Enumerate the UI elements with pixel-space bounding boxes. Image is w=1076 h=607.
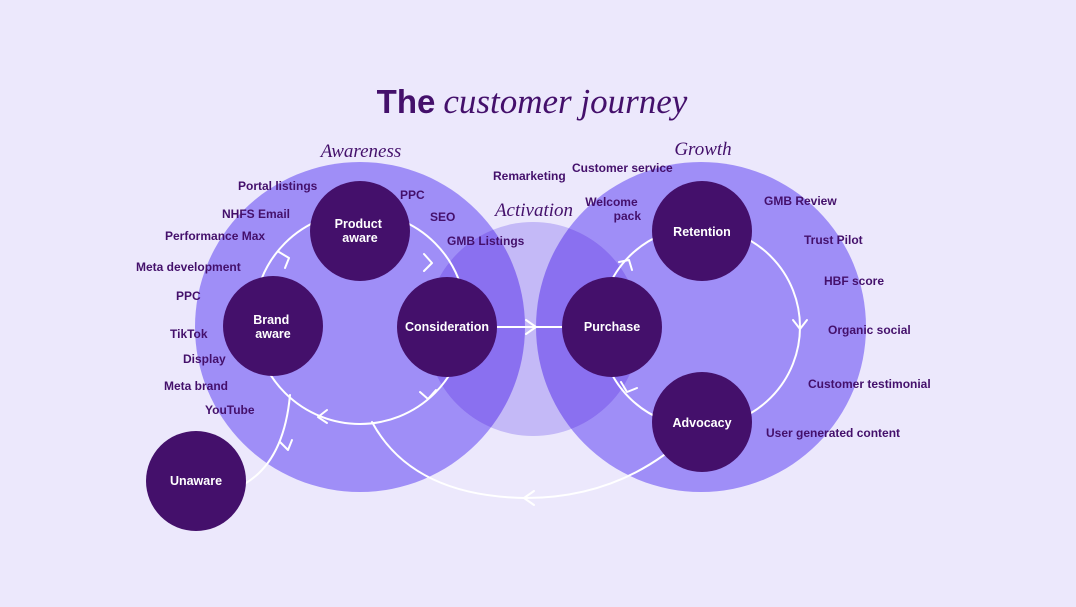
activation-channel-labels: Remarketing Customer service Welcome pac… bbox=[493, 161, 673, 223]
channel-hbf-score: HBF score bbox=[824, 274, 884, 288]
purchase-label: Purchase bbox=[584, 320, 640, 334]
arrowhead bbox=[525, 319, 537, 335]
unaware-to-brand-arrow bbox=[245, 394, 291, 484]
awareness-circle bbox=[195, 162, 525, 492]
arrowhead bbox=[278, 251, 290, 269]
stage-awareness: Awareness bbox=[319, 141, 402, 162]
arrowhead bbox=[423, 253, 433, 272]
journey-nodes bbox=[146, 181, 752, 531]
retention-label: Retention bbox=[673, 225, 731, 239]
welcome-pack-line-1: Welcome bbox=[585, 195, 638, 209]
arrowhead bbox=[419, 389, 437, 400]
brand-aware-label: Brand aware bbox=[253, 313, 293, 341]
product-aware-label: Product aware bbox=[335, 217, 386, 245]
title-bold: The bbox=[377, 83, 436, 120]
product-aware-node bbox=[310, 181, 410, 281]
consideration-node bbox=[397, 277, 497, 377]
channel-tiktok: TikTok bbox=[170, 327, 208, 341]
channel-seo: SEO bbox=[430, 210, 455, 224]
awareness-channel-labels: Portal listings NHFS Email Performance M… bbox=[136, 179, 525, 417]
title-italic: customer journey bbox=[443, 82, 687, 121]
channel-performance-max: Performance Max bbox=[165, 229, 265, 243]
channel-gmb-listings: GMB Listings bbox=[447, 234, 525, 248]
brand-aware-node bbox=[223, 276, 323, 376]
channel-gmb-review: GMB Review bbox=[764, 194, 837, 208]
arrowhead bbox=[279, 439, 293, 451]
arrowhead bbox=[620, 381, 638, 393]
arrowhead bbox=[618, 259, 633, 271]
channel-organic-social: Organic social bbox=[828, 323, 911, 337]
channel-trust-pilot: Trust Pilot bbox=[804, 233, 863, 247]
arrowhead bbox=[317, 409, 328, 424]
advocacy-node bbox=[652, 372, 752, 472]
product-aware-line-2: aware bbox=[342, 231, 377, 245]
product-aware-line-1: Product bbox=[335, 217, 383, 231]
channel-ppc: PPC bbox=[176, 289, 201, 303]
purchase-node bbox=[562, 277, 662, 377]
channel-youtube: YouTube bbox=[205, 403, 255, 417]
channel-remarketing: Remarketing bbox=[493, 169, 566, 183]
growth-channel-labels: GMB Review Trust Pilot HBF score Organic… bbox=[764, 194, 931, 440]
channel-nhfs-email: NHFS Email bbox=[222, 207, 290, 221]
channel-meta-brand: Meta brand bbox=[164, 379, 228, 393]
arrowhead bbox=[523, 490, 535, 506]
stage-activation: Activation bbox=[493, 200, 573, 221]
unaware-node bbox=[146, 431, 246, 531]
channel-display: Display bbox=[183, 352, 226, 366]
channel-ppc-2: PPC bbox=[400, 188, 425, 202]
stage-growth: Growth bbox=[674, 139, 731, 160]
consideration-label: Consideration bbox=[405, 320, 489, 334]
channel-customer-service: Customer service bbox=[572, 161, 673, 175]
channel-meta-development: Meta development bbox=[136, 260, 241, 274]
channel-user-generated-content: User generated content bbox=[766, 426, 900, 440]
advocacy-label: Advocacy bbox=[672, 416, 731, 430]
arrowhead bbox=[792, 319, 808, 330]
unaware-label: Unaware bbox=[170, 474, 222, 488]
brand-aware-line-2: aware bbox=[255, 327, 290, 341]
retention-node bbox=[652, 181, 752, 281]
channel-welcome-pack: Welcome pack bbox=[585, 195, 641, 223]
channel-customer-testimonial: Customer testimonial bbox=[808, 377, 931, 391]
brand-aware-line-1: Brand bbox=[253, 313, 289, 327]
channel-portal-listings: Portal listings bbox=[238, 179, 318, 193]
growth-circle bbox=[536, 162, 866, 492]
welcome-pack-line-2: pack bbox=[614, 209, 642, 223]
